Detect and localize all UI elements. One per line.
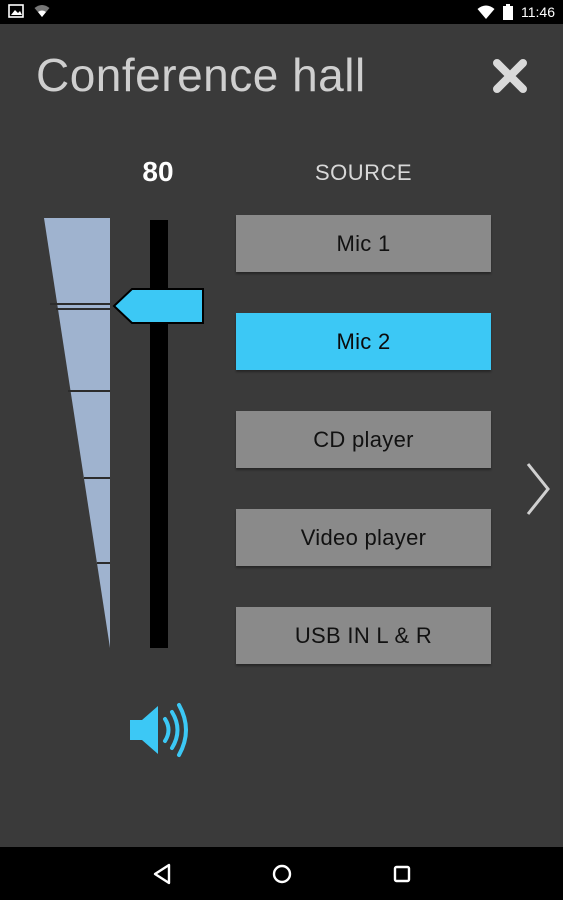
source-button-usb-in[interactable]: USB IN L & R bbox=[236, 607, 491, 664]
wifi-notification-icon bbox=[34, 5, 50, 17]
chevron-right-icon[interactable] bbox=[522, 461, 552, 517]
source-button-mic-2[interactable]: Mic 2 bbox=[236, 313, 491, 370]
status-time: 11:46 bbox=[521, 4, 555, 20]
recents-square-icon[interactable] bbox=[389, 861, 415, 887]
source-button-cd-player[interactable]: CD player bbox=[236, 411, 491, 468]
page-title: Conference hall bbox=[36, 49, 366, 101]
close-icon[interactable] bbox=[490, 56, 530, 96]
status-bar-system: 11:46 bbox=[477, 3, 555, 21]
status-bar-notifications bbox=[8, 4, 50, 18]
image-notification-icon bbox=[8, 4, 24, 18]
source-button-video-player[interactable]: Video player bbox=[236, 509, 491, 566]
volume-slider-handle[interactable] bbox=[112, 287, 206, 325]
status-bar: 11:46 bbox=[0, 0, 563, 24]
volume-level-meter bbox=[44, 218, 110, 648]
volume-value: 80 bbox=[142, 156, 174, 187]
home-circle-icon[interactable] bbox=[269, 861, 295, 887]
navigation-bar bbox=[0, 847, 563, 900]
source-heading: SOURCE bbox=[314, 160, 413, 185]
volume-slider-track[interactable] bbox=[150, 220, 168, 648]
source-button-mic-1[interactable]: Mic 1 bbox=[236, 215, 491, 272]
back-triangle-icon[interactable] bbox=[150, 861, 176, 887]
battery-icon bbox=[503, 4, 513, 20]
speaker-icon[interactable] bbox=[128, 700, 192, 760]
source-list: Mic 1 Mic 2 CD player Video player USB I… bbox=[236, 215, 491, 705]
wifi-icon bbox=[477, 5, 495, 19]
app-panel: Conference hall 80 SOURCE Mic 1 Mic 2 CD… bbox=[0, 24, 563, 847]
